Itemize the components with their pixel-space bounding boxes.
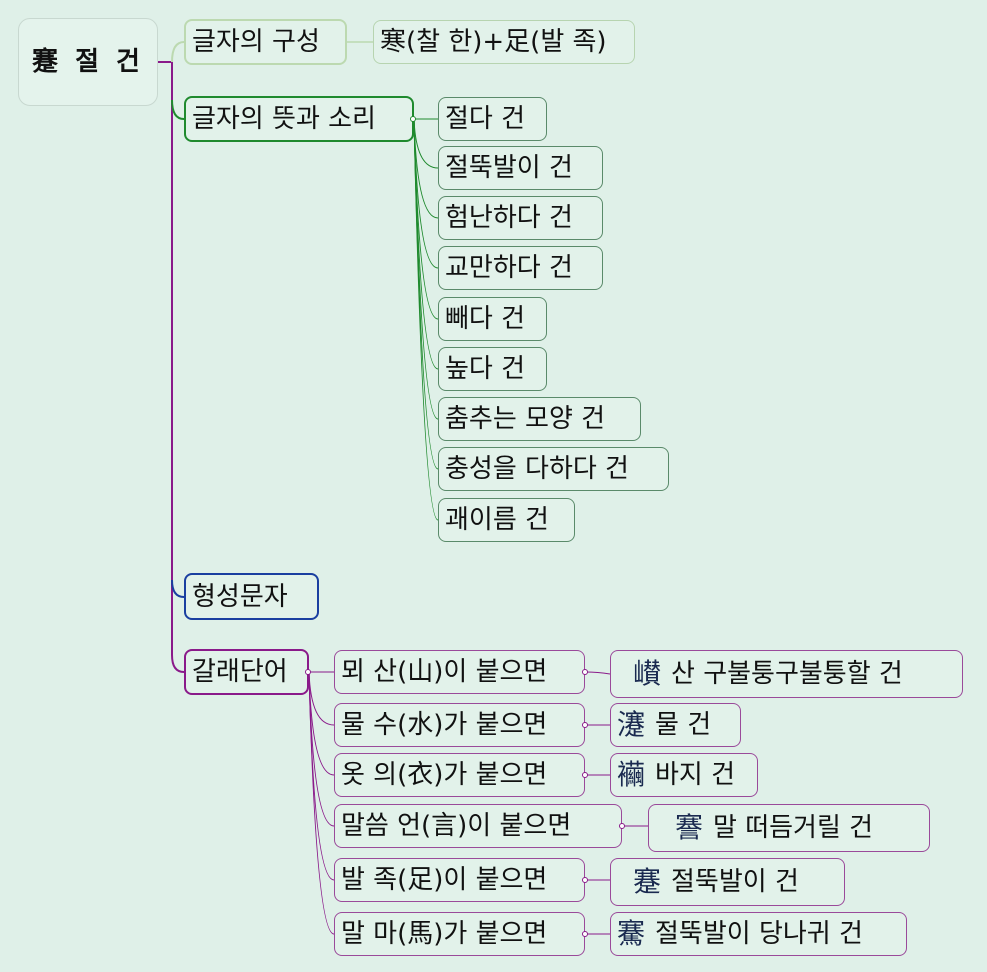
- composition-connector: [171, 41, 185, 63]
- meaning-item[interactable]: 절다 건: [438, 97, 547, 141]
- derived-rule-node[interactable]: 발 족(足)이 붙으면: [334, 858, 585, 902]
- derived-rule-node[interactable]: 뫼 산(山)이 붙으면: [334, 650, 585, 694]
- meaning-item[interactable]: 빼다 건: [438, 297, 547, 341]
- derived-rule-node[interactable]: 말씀 언(言)이 붙으면: [334, 804, 622, 848]
- meaning-item[interactable]: 절뚝발이 건: [438, 146, 603, 190]
- meaning-item[interactable]: 험난하다 건: [438, 196, 603, 240]
- derived-result-node[interactable]: 蹇 절뚝발이 건: [610, 858, 845, 906]
- rule-handle[interactable]: [582, 669, 588, 675]
- derived-character: 蹇: [633, 865, 662, 898]
- derived-character: 謇: [675, 811, 704, 844]
- derived-meaning: 산 구불퉁구불퉁할 건: [671, 659, 903, 689]
- derived-character: 㠝: [633, 657, 662, 690]
- derived-result-node[interactable]: 謇 말 떠듬거릴 건: [648, 804, 930, 852]
- meaning-item[interactable]: 높다 건: [438, 347, 547, 391]
- derived-rule-node[interactable]: 말 마(馬)가 붙으면: [334, 912, 585, 956]
- rule-handle[interactable]: [619, 823, 625, 829]
- type-connector: [171, 579, 185, 598]
- derived-meaning: 절뚝발이 당나귀 건: [655, 919, 863, 949]
- derived-meaning: 절뚝발이 건: [671, 867, 799, 897]
- rule-handle[interactable]: [582, 772, 588, 778]
- derived-connector: [171, 596, 185, 673]
- meaning-item[interactable]: 춤추는 모양 건: [438, 397, 641, 441]
- meaning-connector: [171, 99, 185, 120]
- derived-result-node[interactable]: 瀽 물 건: [610, 703, 741, 747]
- meaning-node-handle[interactable]: [410, 116, 416, 122]
- type-node[interactable]: 형성문자: [184, 573, 319, 620]
- meaning-item[interactable]: 교만하다 건: [438, 246, 603, 290]
- meaning-node[interactable]: 글자의 뜻과 소리: [184, 96, 414, 142]
- derived-rule-connectors: [308, 671, 335, 935]
- derived-result-connectors: [584, 671, 648, 935]
- rule-handle[interactable]: [582, 877, 588, 883]
- rule-handle[interactable]: [582, 931, 588, 937]
- meaning-item[interactable]: 괘이름 건: [438, 498, 575, 542]
- root-node[interactable]: 蹇 절 건: [18, 18, 158, 106]
- derived-node-handle[interactable]: [305, 669, 311, 675]
- composition-node[interactable]: 글자의 구성: [184, 19, 347, 65]
- meaning-item-connectors: [413, 118, 439, 521]
- derived-rule-node[interactable]: 옷 의(衣)가 붙으면: [334, 753, 585, 797]
- derived-result-node[interactable]: 襺 바지 건: [610, 753, 758, 797]
- derived-character: 騫: [617, 917, 646, 950]
- composition-detail-node[interactable]: 寒(찰 한)+足(발 족): [373, 20, 635, 64]
- derived-character: 襺: [617, 758, 646, 791]
- derived-meaning: 바지 건: [655, 760, 736, 790]
- root-connector: [158, 61, 173, 596]
- derived-meaning: 물 건: [655, 710, 712, 740]
- derived-rule-node[interactable]: 물 수(水)가 붙으면: [334, 703, 585, 747]
- derived-result-node[interactable]: 騫 절뚝발이 당나귀 건: [610, 912, 907, 956]
- derived-node[interactable]: 갈래단어: [184, 649, 309, 695]
- meaning-item[interactable]: 충성을 다하다 건: [438, 447, 669, 491]
- derived-result-node[interactable]: 㠝 산 구불퉁구불퉁할 건: [610, 650, 963, 698]
- rule-handle[interactable]: [582, 722, 588, 728]
- derived-character: 瀽: [617, 708, 646, 741]
- derived-meaning: 말 떠듬거릴 건: [713, 813, 874, 843]
